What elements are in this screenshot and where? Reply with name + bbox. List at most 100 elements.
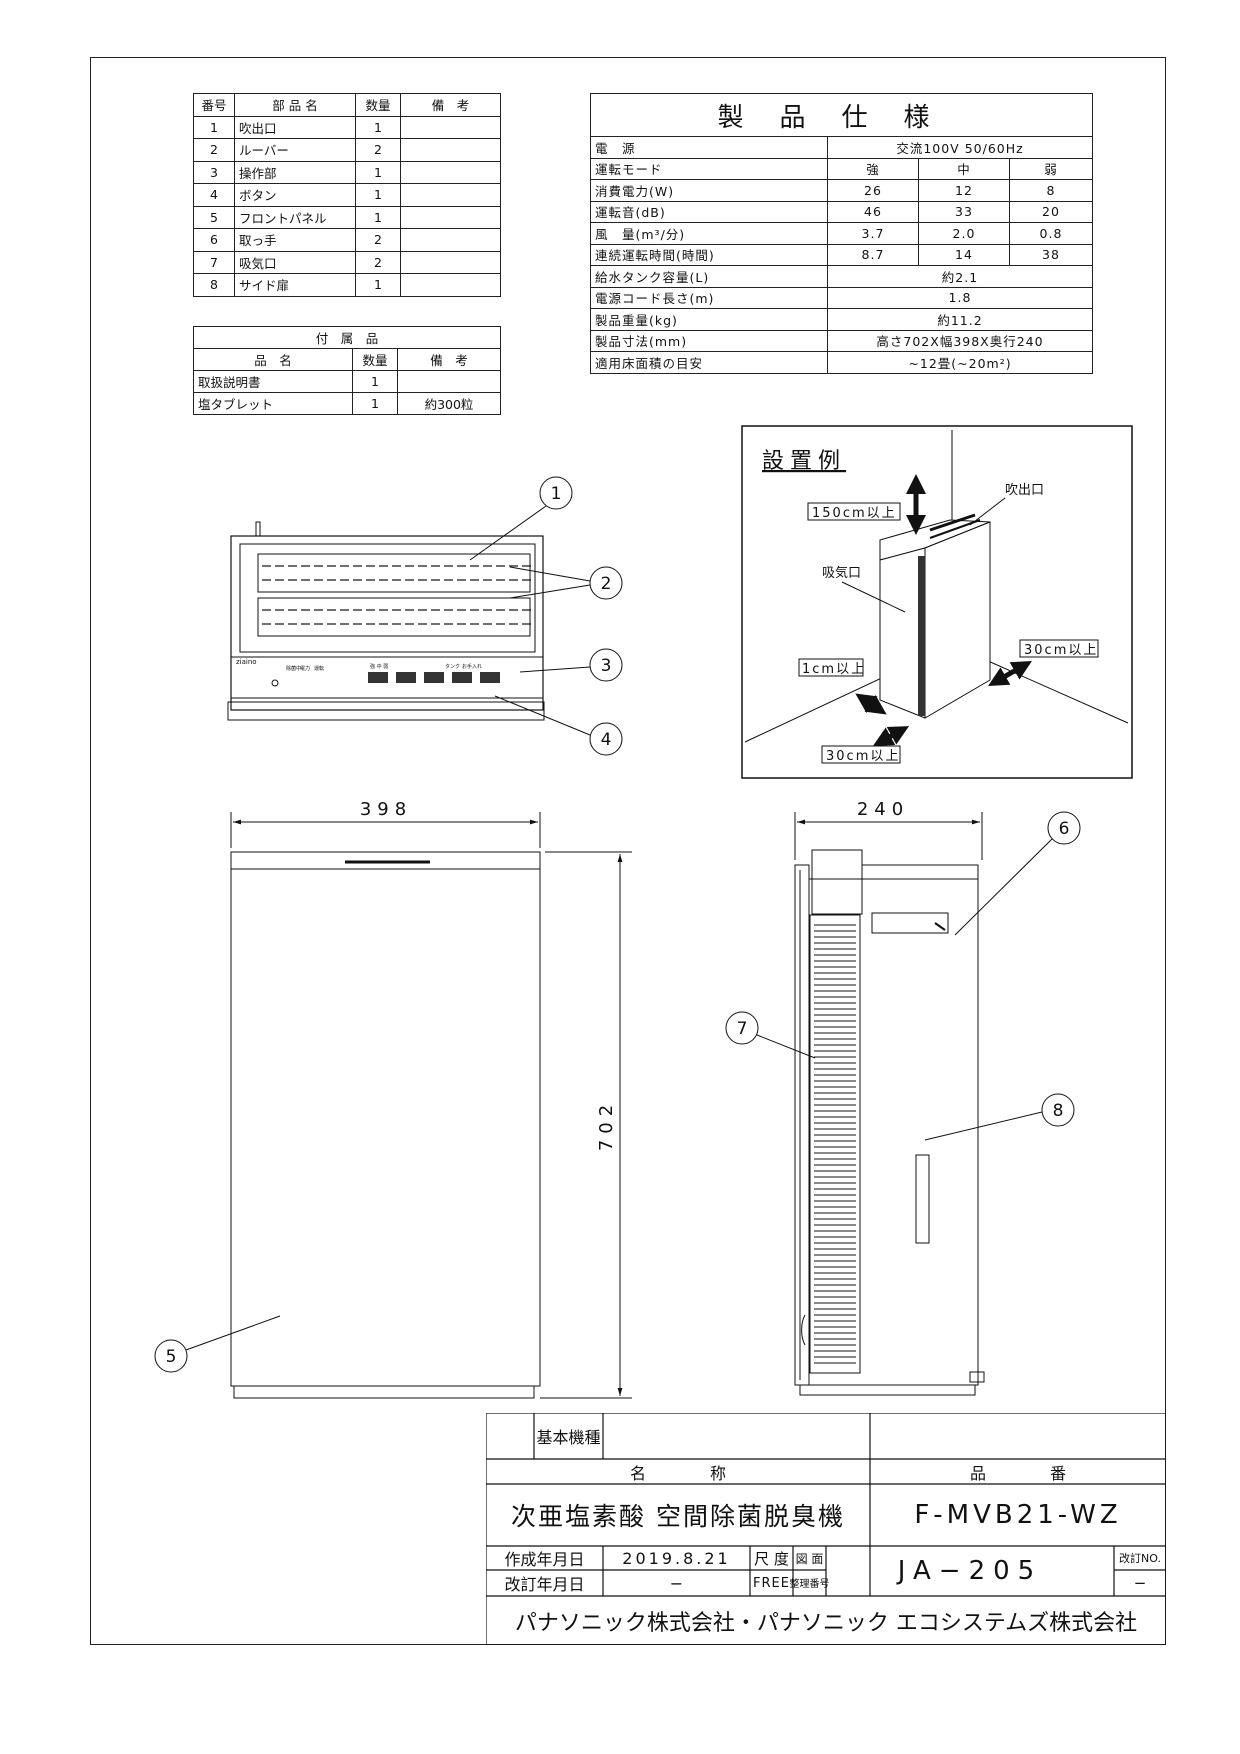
cell [400,205,501,229]
spec-value: 約2.1 [827,265,1093,288]
cell: 1 [355,273,401,297]
cell: ボタン [234,183,356,207]
cell: 約300粒 [397,392,501,415]
cell: 2 [355,250,401,274]
cell: 1 [355,160,401,184]
cell: ルーバー [234,138,356,162]
parts-header-name: 部 品 名 [234,93,356,117]
cell: 1 [355,205,401,229]
accessories-header-qty: 数量 [352,348,398,371]
number-label: 品 番 [969,1463,1066,1483]
title-block: 基本機種 名 称 品 番 次亜塩素酸 空間除菌脱臭機 F-MVB21-WZ 作成… [486,1413,1166,1645]
cell [400,183,501,207]
cell [400,138,501,162]
spec-label: 適用床面積の目安 [590,351,828,374]
spec-value: 8.7 [827,243,919,266]
base-model-label: 基本機種 [536,1428,601,1447]
cell [400,228,501,252]
drawing-number: JA−205 [897,1556,1043,1586]
company-name: パナソニック株式会社・パナソニック エコシステムズ株式会社 [514,1610,1138,1636]
cell: サイド扉 [234,273,356,297]
spec-value: 0.8 [1009,222,1093,245]
cell: 1 [352,370,398,393]
spec-value: 交流100V 50/60Hz [827,136,1093,159]
cell: 7 [193,250,235,274]
spec-value: 3.7 [827,222,919,245]
spec-value: 38 [1009,243,1093,266]
cell: 2 [355,138,401,162]
spec-label: 運転モード [590,157,828,180]
cell: 5 [193,205,235,229]
cell: 1 [355,115,401,139]
cell [400,160,501,184]
cell: 塩タブレット [193,392,353,415]
spec-value: 中 [918,157,1010,180]
product-name: 次亜塩素酸 空間除菌脱臭機 [511,1502,845,1531]
created-label: 作成年月日 [504,1550,585,1569]
name-label: 名 称 [629,1463,726,1483]
cell: 操作部 [234,160,356,184]
drawing-no-label-2: 整理番号 [789,1578,830,1590]
parts-header-qty: 数量 [355,93,401,117]
accessories-header-name: 品 名 [193,348,353,371]
drawing-no-label-1: 図 面 [795,1552,824,1566]
spec-label: 消費電力(W) [590,179,828,202]
spec-value: 26 [827,179,919,202]
spec-value: 20 [1009,200,1093,223]
cell: 取扱説明書 [193,370,353,393]
spec-value: 46 [827,200,919,223]
spec-label: 電 源 [590,136,828,159]
accessories-header-note: 備 考 [397,348,501,371]
revision-no-label: 改訂NO. [1119,1552,1161,1565]
cell [400,250,501,274]
cell: 1 [352,392,398,415]
spec-value: ~12畳(~20m²) [827,351,1093,374]
spec-label: 製品重量(kg) [590,308,828,331]
spec-value: 強 [827,157,919,180]
accessories-title: 付 属 品 [193,326,501,349]
cell: 取っ手 [234,228,356,252]
cell: 2 [193,138,235,162]
spec-label: 連続運転時間(時間) [590,243,828,266]
spec-label: 風 量(m³/分) [590,222,828,245]
cell: フロントパネル [234,205,356,229]
scale-label: 尺 度 [754,1549,789,1568]
scale-value: FREE [753,1575,790,1591]
cell: 1 [355,183,401,207]
parts-header-no: 番号 [193,93,235,117]
cell: 3 [193,160,235,184]
created-date: 2019.8.21 [622,1548,731,1568]
spec-label: 給水タンク容量(L) [590,265,828,288]
spec-value: 1.8 [827,286,1093,309]
spec-value: 2.0 [918,222,1010,245]
spec-label: 運転音(dB) [590,200,828,223]
cell: 6 [193,228,235,252]
cell: 2 [355,228,401,252]
revision-no: − [1133,1574,1147,1592]
spec-value: 12 [918,179,1010,202]
cell [400,115,501,139]
spec-label: 電源コード長さ(m) [590,286,828,309]
spec-table: 製品仕様 電 源交流100V 50/60Hz 運転モード強中弱 消費電力(W)2… [590,93,1093,374]
spec-value: 14 [918,243,1010,266]
cell: 1 [193,115,235,139]
spec-title: 製品仕様 [590,93,1093,137]
spec-value: 33 [918,200,1010,223]
cell: 吸気口 [234,250,356,274]
product-number: F-MVB21-WZ [914,1500,1122,1530]
parts-header-note: 備 考 [400,93,501,117]
spec-value: 弱 [1009,157,1093,180]
cell: 吹出口 [234,115,356,139]
spec-value: 約11.2 [827,308,1093,331]
